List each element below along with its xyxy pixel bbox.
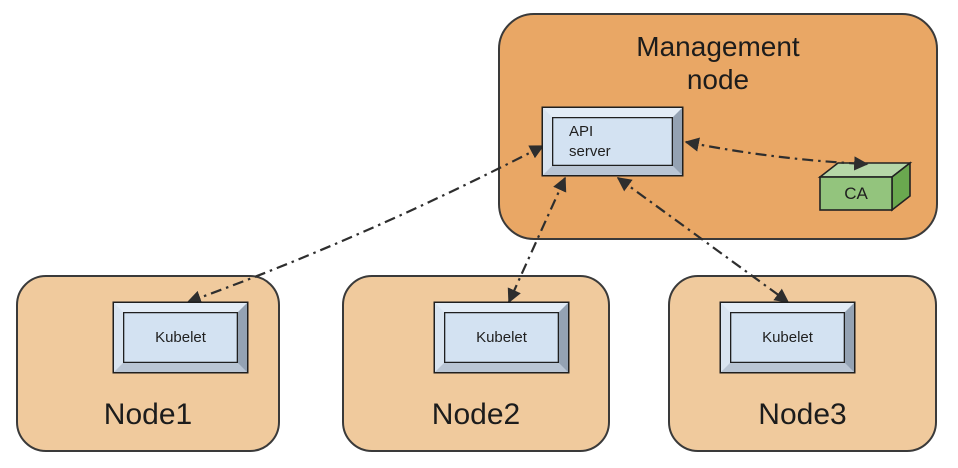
kubelet-box-node2: Kubelet — [435, 303, 568, 372]
kubelet-label: Kubelet — [155, 329, 206, 346]
kubelet-box-node3: Kubelet — [721, 303, 854, 372]
arrow-apiserver-kubelet3 — [616, 177, 790, 303]
kubelet-label: Kubelet — [762, 329, 813, 346]
arrow-apiserver-ca — [684, 137, 869, 171]
api-server-box: API server — [543, 108, 682, 175]
ca-box-front-face — [819, 176, 893, 211]
kubelet-label: Kubelet — [476, 329, 527, 346]
node2-label: Node2 — [431, 398, 521, 431]
kubelet-box-node1: Kubelet — [114, 303, 247, 372]
arrow-apiserver-kubelet1 — [186, 145, 545, 305]
node3-label: Node3 — [758, 398, 847, 431]
arrow-apiserver-kubelet2 — [507, 176, 567, 304]
ca-label: CA — [844, 183, 868, 203]
api-server-label: API server — [569, 123, 611, 160]
management-node-label: Management node — [636, 31, 800, 96]
node1-label: Node1 — [103, 398, 193, 431]
